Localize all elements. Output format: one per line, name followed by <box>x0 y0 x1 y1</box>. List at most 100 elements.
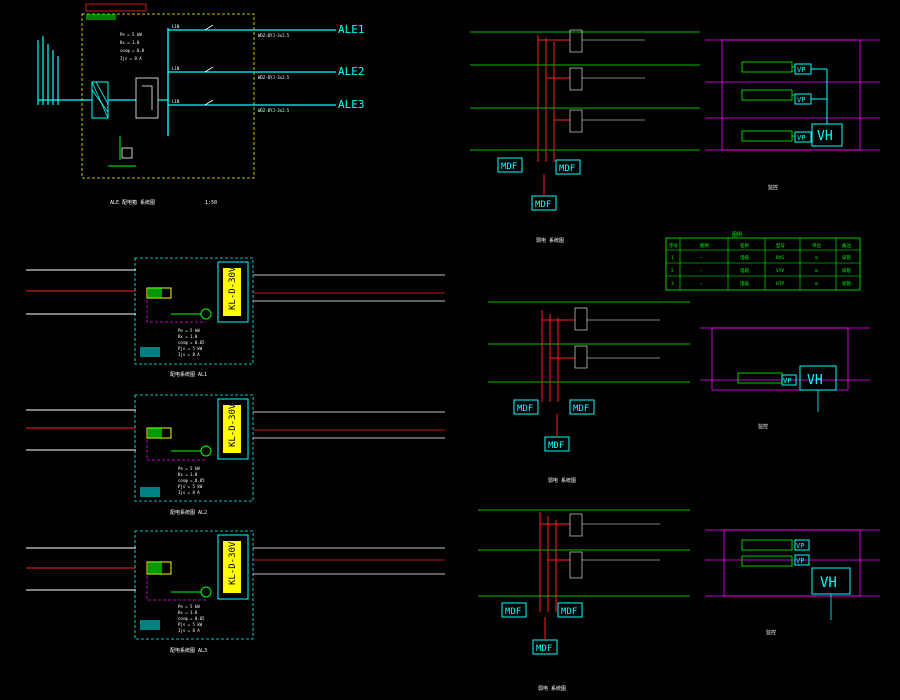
legend-cell: 穿管 <box>842 267 851 274</box>
panel-box-label: KL-D-30V <box>228 266 238 310</box>
legend-cell: — <box>700 282 703 287</box>
param-text: cosφ = 0.85 <box>178 616 205 621</box>
legend-cell: 2 <box>671 268 674 274</box>
param-text: Pjs = 5 kW <box>178 346 203 351</box>
panel-caption: 配电系统图 AL2 <box>170 509 207 516</box>
legend-cell: — <box>700 269 703 274</box>
vh-diagram-3: VP VP VH 监控 <box>705 529 880 636</box>
svg-text:L1N: L1N <box>172 66 180 71</box>
mdf-box: MDF <box>559 164 575 174</box>
panel-caption: 配电系统图 AL3 <box>170 647 207 654</box>
output-label-ale3: ALE3 <box>338 98 365 111</box>
param-text: Ijs = 8 A <box>178 628 200 633</box>
main-diagram-scale: 1:50 <box>205 200 217 206</box>
vp-box: VP <box>783 377 791 385</box>
legend-cell: 3 <box>671 281 674 287</box>
mdf-diagram-2: MDF MDF MDF 弱电 系统图 <box>488 301 690 484</box>
legend-cell: m <box>815 282 818 287</box>
svg-text:Pe = 5 kW: Pe = 5 kW <box>120 32 142 37</box>
param-text: Pjs = 5 kW <box>178 484 203 489</box>
vp-box: VP <box>797 134 805 142</box>
param-text: Kx = 1.0 <box>178 610 198 615</box>
param-text: Ijs = 8 A <box>178 352 200 357</box>
feeder-1 <box>168 24 336 31</box>
legend-cell: m <box>815 269 818 274</box>
mdf-caption: 弱电 系统图 <box>538 685 566 692</box>
main-distribution-diagram: Pe = 5 kW Kx = 1.0 cosφ = 0.8 Ijs = 8 A … <box>37 3 365 206</box>
param-text: Pe = 5 kW <box>178 466 200 471</box>
vh-caption: 监控 <box>768 184 778 191</box>
svg-text:L1N: L1N <box>172 99 180 104</box>
mdf-caption: 弱电 系统图 <box>548 477 576 484</box>
mdf-box: MDF <box>501 162 517 172</box>
legend-cell: 穿管 <box>842 254 851 261</box>
mdf-box: MDF <box>505 607 521 617</box>
svg-text:WDZ-BYJ-3x2.5: WDZ-BYJ-3x2.5 <box>258 33 290 38</box>
output-label-ale2: ALE2 <box>338 65 365 78</box>
legend-cell: SYV <box>776 268 784 274</box>
panel-box-label: KL-D-30V <box>228 541 238 585</box>
param-text: Kx = 1.0 <box>178 472 198 477</box>
legend-header: 备注 <box>842 242 851 249</box>
vh-box: VH <box>817 129 833 144</box>
panel-box-label: KL-D-30V <box>228 403 238 447</box>
legend-header: 序号 <box>669 242 678 249</box>
feeder-2 <box>168 66 336 73</box>
param-text: Pe = 5 kW <box>178 604 200 609</box>
vp-box: VP <box>797 96 805 104</box>
mdf-box: MDF <box>535 200 551 210</box>
vh-caption: 监控 <box>766 629 776 636</box>
legend-cell: — <box>700 256 703 261</box>
legend-table: 图例 序号 图例 名称 型号 单位 备注 1 — 电缆 RVS m 穿管 2 <box>665 231 861 291</box>
output-label-ale1: ALE1 <box>338 23 365 36</box>
legend-cell: m <box>815 256 818 261</box>
small-panel-2: KL-D-30V Pe = 5 kW Kx = 1.0 cosφ = 0.85 … <box>26 394 445 516</box>
small-panel-3: KL-D-30V Pe = 5 kW Kx = 1.0 cosφ = 0.85 … <box>26 530 445 654</box>
legend-cell: 电缆 <box>740 254 749 261</box>
param-text: cosφ = 0.85 <box>178 340 205 345</box>
legend-cell: 穿管 <box>842 280 851 287</box>
param-text: cosφ = 0.85 <box>178 478 205 483</box>
mdf-box: MDF <box>573 404 589 414</box>
legend-title: 图例 <box>732 231 742 238</box>
main-diagram-caption: ALE 配电箱 系统图 <box>110 199 155 206</box>
mdf-box: MDF <box>561 607 577 617</box>
svg-text:WDZ-BYJ-3x2.5: WDZ-BYJ-3x2.5 <box>258 75 290 80</box>
vp-box: VP <box>796 542 804 550</box>
legend-header: 单位 <box>812 242 821 249</box>
small-panel-1: KL-D-30V Pe = 5 kW Kx = 1.0 cosφ = 0.85 … <box>26 257 445 378</box>
vh-box: VH <box>807 373 823 388</box>
legend-header: 型号 <box>776 242 785 249</box>
mdf-diagram-1: MDF MDF MDF 弱电 系统图 <box>470 29 700 244</box>
vh-caption: 监控 <box>758 423 768 430</box>
param-text: Kx = 1.0 <box>178 334 198 339</box>
mdf-box: MDF <box>548 441 564 451</box>
mdf-box: MDF <box>536 644 552 654</box>
vp-box: VP <box>797 66 805 74</box>
vp-box: VP <box>796 557 804 565</box>
legend-cell: RVS <box>776 255 784 261</box>
legend-cell: 电缆 <box>740 267 749 274</box>
vh-box: VH <box>820 575 837 591</box>
legend-cell: 1 <box>671 255 674 261</box>
param-text: Pe = 5 kW <box>178 328 200 333</box>
vh-diagram-1: VP VP VP VH 监控 <box>705 39 880 191</box>
vh-diagram-2: VP VH 监控 <box>700 327 870 430</box>
feeder-3 <box>168 99 336 106</box>
mdf-diagram-3: MDF MDF MDF 弱电 系统图 <box>478 509 690 692</box>
legend-cell: UTP <box>776 281 784 287</box>
svg-text:Kx = 1.0: Kx = 1.0 <box>120 40 140 45</box>
panel-caption: 配电系统图 AL1 <box>170 371 207 378</box>
param-text: Ijs = 8 A <box>178 490 200 495</box>
svg-text:Ijs = 8 A: Ijs = 8 A <box>120 56 142 61</box>
svg-text:L1N: L1N <box>172 24 180 29</box>
mdf-caption: 弱电 系统图 <box>536 237 564 244</box>
legend-header: 图例 <box>700 242 709 249</box>
svg-text:cosφ = 0.8: cosφ = 0.8 <box>120 48 145 53</box>
legend-cell: 电缆 <box>740 280 749 287</box>
param-text: Pjs = 5 kW <box>178 622 203 627</box>
legend-header: 名称 <box>740 242 749 249</box>
svg-text:WDZ-BYJ-3x2.5: WDZ-BYJ-3x2.5 <box>258 108 290 113</box>
mdf-box: MDF <box>517 404 533 414</box>
